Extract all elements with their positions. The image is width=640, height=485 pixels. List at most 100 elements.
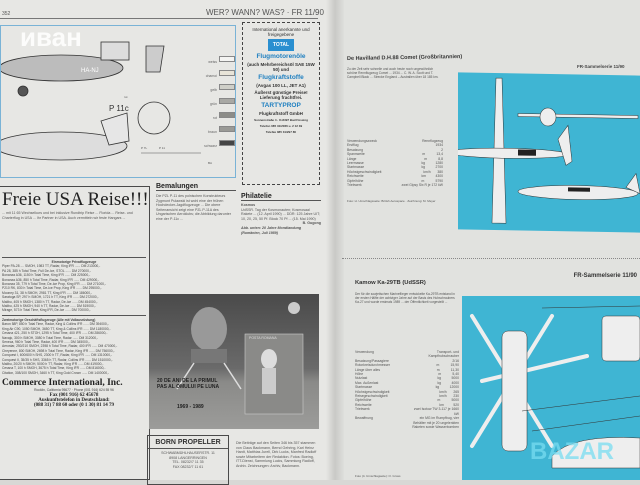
born-propeller-ad: BORN PROPELLER SCHWABMÜHLHAUSERSTR. 11 8…: [147, 435, 229, 485]
price-row: Aerostar, 250/210 SMOH, 2398 h Total Tim…: [2, 344, 118, 349]
comet-credit: Foto: H. Umschlagsseite: British Aerospa…: [347, 199, 436, 203]
price-row: Malibu, 425 h SMOH, 940 h TT, Radar, De-…: [2, 304, 96, 309]
spec-name: Verwendung: [355, 350, 374, 354]
born-city: 8908 LANGERRINGEN: [169, 455, 207, 460]
total-logo: TOTAL: [268, 39, 294, 51]
spec-value: 2700: [435, 165, 443, 170]
spec-value: 2/16: [452, 358, 459, 363]
spec-name: Höhe: [355, 372, 364, 377]
spec-value: 15,90: [450, 363, 460, 368]
price-row: Mirage, 573 h Total Time, King IFR, De-I…: [2, 308, 91, 313]
price-row: Malibu, 20/20 h SMOH, 5000 h TT, Radar, …: [2, 361, 104, 366]
spec-value: 265: [453, 389, 459, 394]
comet-series: FR-Sammelserie 11/90: [577, 64, 625, 69]
spec-unit: [388, 183, 402, 187]
kamow-card: Kamow Ka-29TB (UdSSR) FR-Sammelserie 11/…: [355, 273, 640, 480]
spec-unit: m: [436, 367, 440, 372]
legend-item: grün: [189, 92, 235, 106]
credits-text: Die Beiträge auf den Seiten 346 bis 357 …: [236, 441, 317, 468]
usa-address: Rocklin, California 95677 · Phone (001 9…: [34, 388, 114, 393]
price-row: Cessna 421, 250 h STOH, 1295 h Total Tim…: [2, 331, 108, 336]
ad-offer: Äußerst günstige Preise! Lieferung frach…: [254, 90, 308, 100]
spec-value: 8,8: [438, 156, 443, 161]
moon-landing-stamp-image: POSTA ROMANA 20 DE ANI DE LA PRIMUL PAS …: [149, 294, 319, 429]
spec-unit: kg: [435, 385, 440, 390]
legend-item: rot: [189, 106, 235, 120]
legend-label: grün: [209, 102, 217, 106]
kamow-illustration-panel: [462, 296, 640, 480]
spec-name: Triebwerk: [355, 407, 370, 412]
spec-name: Spannweite: [347, 152, 365, 157]
spec-name: Startmasse: [355, 385, 373, 390]
spec-name: Gipfelhöhe: [355, 398, 372, 403]
price-row: Seneca, 960 h Total Time, Radar, 400 IFR…: [2, 339, 90, 344]
usa-ad-body: ... mit 11 65 Wechselkurs und bei inklus…: [2, 211, 133, 220]
spec-unit: m: [437, 398, 441, 403]
header-rule: [0, 18, 318, 19]
spec-unit: m: [424, 156, 428, 161]
spec-value: Rennflugzeug: [422, 139, 443, 143]
spec-name: Reichweite: [347, 174, 364, 179]
card-divider: [342, 258, 640, 259]
ad-address: Sonnenstraße 4 · D-8397 Bad Füssing: [254, 118, 308, 122]
p11c-label: P 11c: [109, 104, 129, 113]
spec-value: 12000: [449, 385, 459, 390]
ad-company-sub: Flugkraftstoff GmbH: [259, 111, 303, 116]
stamp-country: POSTA ROMANA: [249, 336, 277, 340]
legend-label: braun: [208, 130, 217, 134]
spec-row: Länge m 8,8: [347, 157, 443, 161]
born-fax: FAX 08232/7 11 61: [172, 464, 204, 469]
spec-name: Länge: [347, 156, 357, 161]
spec-unit: kg: [437, 376, 442, 381]
ad-product-oil: Flugmotorenöle: [256, 53, 306, 60]
legend-swatch: [219, 111, 235, 118]
spec-value: 13,4: [436, 152, 443, 157]
stamp-years: 1969 - 1989: [177, 404, 204, 410]
price-row: PA 28, 385 h Total Time, Full De-Ice, ST…: [2, 268, 91, 273]
legend-item: weiss: [189, 50, 235, 64]
ad-fax: Telefax 085 31/297 80: [265, 130, 297, 134]
usa-info: Auskunftstelefon in Deutschland:: [38, 397, 110, 403]
spec-unit: [395, 416, 409, 429]
spec-value: ein MG im Rumpfbug, vier Behälter mit je…: [412, 416, 459, 429]
spec-unit: kg: [421, 165, 426, 170]
spec-value: 2: [441, 147, 443, 152]
spec-unit: [395, 407, 409, 416]
spec-row: Startmasse kg 12000: [355, 385, 459, 389]
registration-label: HA-NJ: [81, 68, 99, 74]
spec-unit: kg: [421, 161, 426, 166]
price-row: Mooney 31, 38 h SMOH, 2981 TT, King IFR …: [2, 290, 93, 295]
price-row: Bonanza 35, 779 h Total Time, De-Ice Pro…: [2, 282, 107, 287]
single-engine-heading: Einmotorige Privatflugzeuge: [51, 260, 97, 264]
ad-phone: Telefon 085 31/2066 u. 2 12 39: [259, 124, 303, 128]
ka29-helicopter-drawing: [470, 305, 640, 469]
legend-item: chamoi: [189, 64, 235, 78]
page-number: 352: [2, 11, 11, 17]
legend-label: gelb: [210, 88, 217, 92]
spec-unit: km: [439, 402, 444, 407]
philatelie-title: Philatelie: [241, 193, 321, 201]
spec-unit: kg: [437, 380, 442, 385]
kamow-series: FR-Sammelserie 11/90: [573, 273, 637, 279]
bemalungen-body: Die PZL P-11 des polnischen Konstrukteur…: [156, 194, 231, 221]
spec-unit: km/h: [423, 169, 431, 174]
spec-name: Höchstgeschwindigkeit: [355, 389, 390, 394]
spec-unit: [395, 350, 409, 359]
comet-card: De Havilland D.H.88 Comet (Großbritannie…: [347, 54, 640, 213]
philatelie-author: B. Gugong: [302, 221, 321, 226]
spec-value: 1280: [435, 161, 443, 166]
legend-label: weiss: [208, 60, 217, 64]
philatelie-subhead: Kosmos: [241, 203, 256, 207]
spec-value: 5790: [435, 178, 443, 183]
kamow-body: Der für die sowjetischen Marineflieger e…: [355, 292, 455, 304]
legend-swatch: [219, 83, 235, 90]
ad-note2: (Avgas 100 LL, JET A1): [256, 83, 306, 88]
spec-value: 4300: [435, 174, 443, 179]
